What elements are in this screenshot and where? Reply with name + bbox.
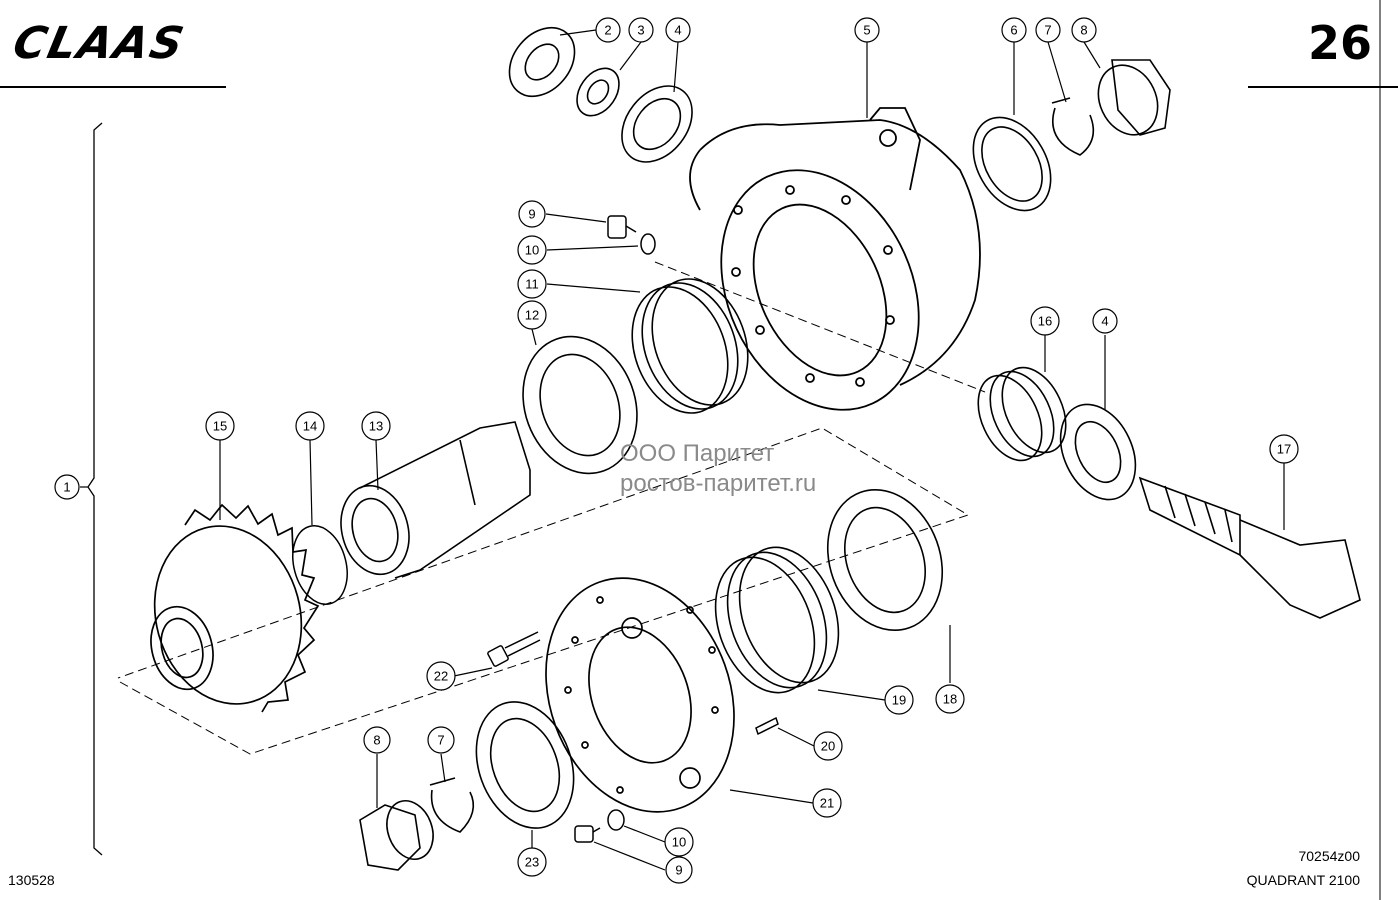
- part-10-washer-bottom: [607, 809, 625, 831]
- callout-8-bottom: 8: [363, 726, 391, 754]
- callout-23-label: 23: [525, 855, 539, 870]
- callout-9-top-label: 9: [528, 207, 535, 222]
- drawing-code: 70254z00: [1298, 848, 1360, 864]
- part-9-screw-top: [607, 215, 637, 239]
- watermark-url: ростов-паритет.ru: [620, 470, 817, 497]
- part-5-housing: [689, 107, 981, 411]
- callout-6: 6: [1001, 17, 1027, 43]
- callout-9-bottom-label: 9: [675, 863, 682, 878]
- part-7-clip-bottom: [429, 777, 475, 833]
- callout-22-label: 22: [434, 669, 448, 684]
- callout-2: 2: [595, 17, 621, 43]
- callout-4-top: 4: [665, 17, 691, 43]
- callout-4-top-label: 4: [674, 23, 681, 38]
- callout-11: 11: [517, 269, 547, 299]
- callout-7-top: 7: [1035, 17, 1061, 43]
- callout-6-label: 6: [1010, 23, 1017, 38]
- callout-7-top-label: 7: [1044, 23, 1051, 38]
- callout-17: 17: [1269, 434, 1299, 464]
- part-14-o-ring: [292, 525, 348, 605]
- callout-21: 21: [812, 788, 842, 818]
- callout-10-top-label: 10: [525, 243, 539, 258]
- callout-16: 16: [1030, 306, 1060, 336]
- part-15-gear: [150, 503, 320, 713]
- callout-1-label: 1: [63, 480, 70, 495]
- part-23-seal: [475, 701, 575, 829]
- callout-5: 5: [854, 17, 880, 43]
- callout-13: 13: [361, 411, 391, 441]
- leader-lines: [80, 29, 1285, 871]
- callout-4-right-label: 4: [1101, 314, 1108, 329]
- callout-15-label: 15: [213, 419, 227, 434]
- callout-12-label: 12: [525, 308, 539, 323]
- callout-10-bottom: 10: [664, 827, 694, 857]
- callout-8-bottom-label: 8: [373, 733, 380, 748]
- part-4-bearing-right: [1059, 403, 1137, 501]
- callout-14-label: 14: [303, 419, 317, 434]
- part-18-bearing: [826, 488, 944, 632]
- callout-23: 23: [517, 847, 547, 877]
- callout-8-top-label: 8: [1080, 23, 1087, 38]
- part-19-shims: [714, 546, 840, 694]
- callout-3: 3: [628, 17, 654, 43]
- callout-17-label: 17: [1277, 442, 1291, 457]
- callout-22: 22: [426, 661, 456, 691]
- callout-13-label: 13: [369, 419, 383, 434]
- part-20-pin: [755, 716, 779, 736]
- callout-4-right: 4: [1092, 308, 1118, 334]
- part-10-washer-top: [640, 233, 656, 255]
- callout-5-label: 5: [863, 23, 870, 38]
- callout-7-bottom: 7: [427, 726, 455, 754]
- watermark-company: ООО Паритет: [620, 440, 775, 467]
- callout-21-label: 21: [820, 796, 834, 811]
- callout-20: 20: [813, 731, 843, 761]
- callout-19: 19: [884, 685, 914, 715]
- part-7-clip-top: [1051, 97, 1095, 156]
- callout-10-bottom-label: 10: [672, 835, 686, 850]
- part-9-screw-bottom: [574, 825, 601, 843]
- callout-19-label: 19: [892, 693, 906, 708]
- part-17-pinion-shaft: [1138, 476, 1361, 619]
- part-16-shims: [977, 366, 1067, 462]
- callout-7-bottom-label: 7: [437, 733, 444, 748]
- callout-2-label: 2: [604, 23, 611, 38]
- document-id: 130528: [8, 872, 55, 888]
- callout-1: 1: [54, 474, 80, 500]
- part-6-seal: [972, 116, 1052, 212]
- part-8-plug-bottom: [359, 800, 434, 871]
- assembly-bracket: [87, 122, 103, 856]
- callout-18: 18: [935, 684, 965, 714]
- assembly-axes: [117, 261, 986, 755]
- claas-logo: CLAAS: [8, 18, 190, 69]
- callout-9-top: 9: [518, 200, 546, 228]
- model-name: QUADRANT 2100: [1246, 872, 1360, 888]
- callout-11-label: 11: [525, 277, 539, 292]
- part-8-plug-top: [1097, 59, 1171, 136]
- callout-16-label: 16: [1038, 314, 1052, 329]
- callout-10-top: 10: [517, 235, 547, 265]
- part-22-bolt: [487, 631, 541, 667]
- callout-3-label: 3: [637, 23, 644, 38]
- callout-14: 14: [295, 411, 325, 441]
- sheet-number: 26: [1308, 16, 1373, 70]
- callout-8-top: 8: [1071, 17, 1097, 43]
- part-4-bearing-top: [621, 85, 693, 163]
- part-12-bearing: [522, 335, 638, 475]
- part-13-splined-hub: [340, 421, 531, 579]
- callout-18-label: 18: [943, 692, 957, 707]
- part-3-nut: [576, 67, 620, 117]
- callout-12: 12: [517, 300, 547, 330]
- part-2-seal: [508, 26, 576, 98]
- callout-20-label: 20: [821, 739, 835, 754]
- callout-15: 15: [205, 411, 235, 441]
- part-11-shims: [631, 278, 749, 414]
- callouts: 1 2 3 4 5 6 7 8 9 10 11 12 4 16 17 15 14…: [54, 17, 1299, 884]
- callout-9-bottom: 9: [665, 856, 693, 884]
